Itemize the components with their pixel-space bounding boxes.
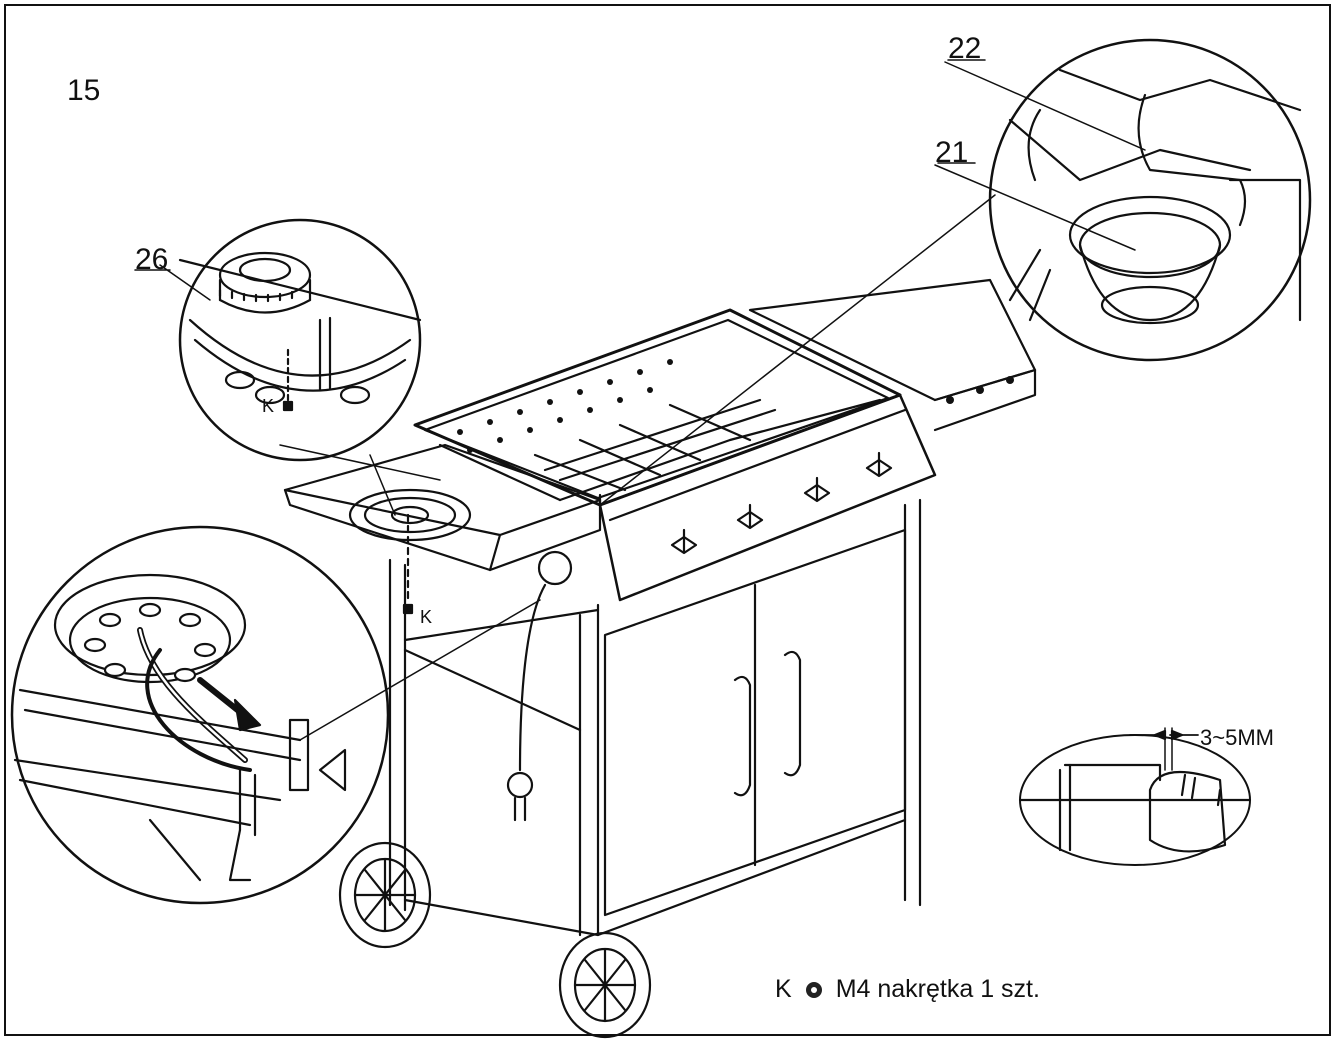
detail-view-hose-connection [10,525,390,905]
hardware-legend: K M4 nakrętka 1 szt. [775,975,1040,1004]
callout-26: 26 [135,243,169,276]
step-number: 15 [67,74,101,107]
callout-k-main: K [420,607,433,627]
detail-view-side-burner [178,218,422,462]
legend-key: K [775,975,792,1003]
detail-view-hook [988,38,1312,362]
callout-22: 22 [948,32,982,65]
legend-text: M4 nakrętka 1 szt. [835,975,1040,1003]
control-knobs [670,451,893,555]
page-border [4,4,1331,1036]
callout-21: 21 [935,136,969,169]
detail-view-electrode-gap [1018,727,1252,866]
callout-k-detail: K [262,396,275,416]
wheels [338,841,652,1039]
nut-icon [805,981,822,998]
grill-body [283,278,1037,937]
gap-dimension: 3~5MM [1200,725,1274,750]
